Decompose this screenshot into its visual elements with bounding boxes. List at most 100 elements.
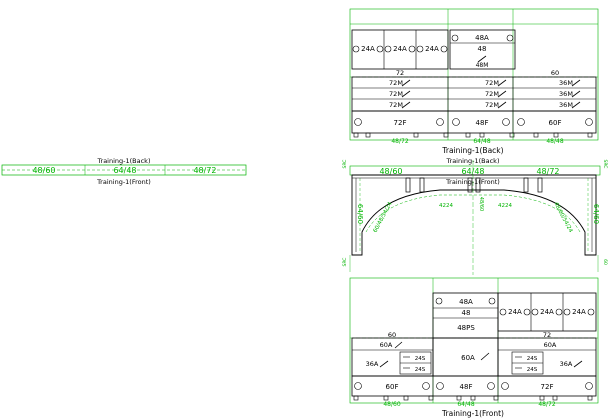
back-shelf-label: 72M	[485, 101, 499, 109]
front-upper-right	[497, 292, 597, 332]
plan-outline	[351, 174, 597, 256]
strip-dim: 48/60	[32, 166, 55, 175]
front-row-label: 72	[543, 331, 551, 339]
plan-mid-left: 4224	[439, 203, 453, 209]
front-drawer-label: 24S	[527, 367, 538, 373]
front-top-label: 48	[462, 309, 471, 317]
back-bottom-dim: 48/48	[546, 138, 563, 145]
grommet-icon	[354, 118, 362, 126]
back-upper-label: 24A	[361, 45, 375, 53]
plan-inner-edge	[355, 178, 593, 252]
grommet-icon	[436, 382, 444, 390]
back-shelf-label: 72M	[485, 90, 499, 98]
lamp-icon	[379, 360, 389, 368]
strip-dim: 64/48	[113, 166, 136, 175]
grommet-icon	[585, 382, 593, 390]
grommet-icon	[501, 382, 509, 390]
knob-icon	[384, 45, 392, 53]
strip-group: Training-1(Back) 48/60 64/48 48/72 Train…	[1, 157, 247, 186]
front-bottom-dim: 64/48	[457, 401, 474, 408]
lamp-icon	[394, 341, 403, 349]
grommet-icon	[487, 382, 495, 390]
front-right-unit: 36A	[560, 360, 573, 368]
knob-icon	[499, 308, 507, 316]
front-caption: Training-1(Front)	[441, 409, 504, 418]
back-shelf-label: 72M	[389, 90, 403, 98]
plan-left-side: 64/60	[356, 204, 364, 224]
plan-left-curve: 60/48/54/24	[373, 201, 394, 234]
plan-mid-right: 4224	[498, 203, 512, 209]
lamp-icon	[401, 79, 581, 109]
knob-icon	[451, 34, 459, 42]
front-bottom-dim: 48/60	[383, 401, 400, 408]
plan-corner-tag: 60	[602, 259, 608, 265]
grommet-icon	[502, 118, 510, 126]
back-top-label: 48	[478, 45, 487, 53]
knob-icon	[531, 308, 539, 316]
knob-icon	[376, 45, 384, 53]
back-elevation: 24A 24A 24A 48A 48 48M 72 60 72M 72M 72M…	[349, 8, 599, 155]
plan-view: Training-1(Back) 48/60 64/48 48/72 Train…	[342, 157, 608, 275]
front-bottom-dim: 48/72	[538, 401, 555, 408]
back-worksurface-label: 48F	[476, 119, 489, 127]
back-top-label: 48M	[476, 62, 489, 69]
strip-front-caption: Training-1(Front)	[96, 178, 151, 186]
front-worksurface-label: 72F	[541, 383, 554, 391]
front-drawer-label: 24S	[527, 356, 538, 362]
back-worksurface-row	[351, 110, 597, 134]
lamp-icon	[573, 360, 583, 368]
knob-icon	[440, 45, 448, 53]
knob-icon	[506, 34, 514, 42]
feet-group	[353, 132, 593, 138]
front-frame	[349, 277, 599, 404]
back-bottom-dim: 48/72	[391, 138, 408, 145]
grommet-icon	[354, 382, 362, 390]
plan-corner-tag: SRC	[602, 160, 608, 169]
knob-icon	[563, 308, 571, 316]
plan-back-caption: Training-1(Back)	[446, 157, 500, 165]
knob-icon	[488, 297, 496, 305]
plan-front-caption: Training-1(Front)	[445, 178, 500, 186]
front-worksurface-label: 60F	[386, 383, 399, 391]
front-top-label: 48A	[459, 298, 473, 306]
back-row-label: 72	[396, 69, 404, 77]
knob-icon	[435, 297, 443, 305]
back-upper-label: 24A	[425, 45, 439, 53]
back-upper-label: 24A	[393, 45, 407, 53]
front-elevation: 48A 48 48PS 24A 24A 24A 60 72 60A 36A 24…	[349, 277, 599, 418]
grommet-icon	[436, 118, 444, 126]
back-upper-left	[351, 29, 449, 70]
front-upper-label: 24A	[540, 308, 554, 316]
plan-mid-center: 48/60	[478, 197, 484, 211]
plan-top-dim: 48/72	[536, 167, 559, 176]
plan-right-side: 64/60	[592, 204, 600, 224]
plan-corner-tag: SRC	[342, 160, 348, 169]
front-top-label: 48PS	[457, 324, 475, 332]
back-shelf-label: 36M	[559, 90, 573, 98]
plan-right-curve: 48/60/54/24	[552, 201, 573, 234]
back-worksurface-label: 72F	[394, 119, 407, 127]
knob-icon	[352, 45, 360, 53]
knob-icon	[416, 45, 424, 53]
knob-icon	[408, 45, 416, 53]
back-upper-center	[449, 29, 516, 70]
plan-top-dim: 48/60	[379, 167, 402, 176]
back-bottom-dim: 64/48	[473, 138, 490, 145]
front-upper-label: 24A	[508, 308, 522, 316]
front-center-unit: 60A	[461, 354, 475, 362]
front-left-unit: 36A	[366, 360, 379, 368]
front-worksurface-label: 48F	[460, 383, 473, 391]
knob-icon	[587, 308, 595, 316]
back-top-label: 48A	[475, 34, 489, 42]
front-left-unit: 60A	[380, 341, 393, 349]
back-shelf-label: 72M	[389, 101, 403, 109]
feet-group	[353, 395, 593, 401]
front-upper-label: 24A	[572, 308, 586, 316]
strip-back-caption: Training-1(Back)	[97, 157, 151, 165]
lamp-icon	[477, 55, 487, 63]
front-right-unit: 60A	[544, 341, 557, 349]
grommet-icon	[452, 118, 460, 126]
front-drawer-label: 24S	[415, 356, 426, 362]
